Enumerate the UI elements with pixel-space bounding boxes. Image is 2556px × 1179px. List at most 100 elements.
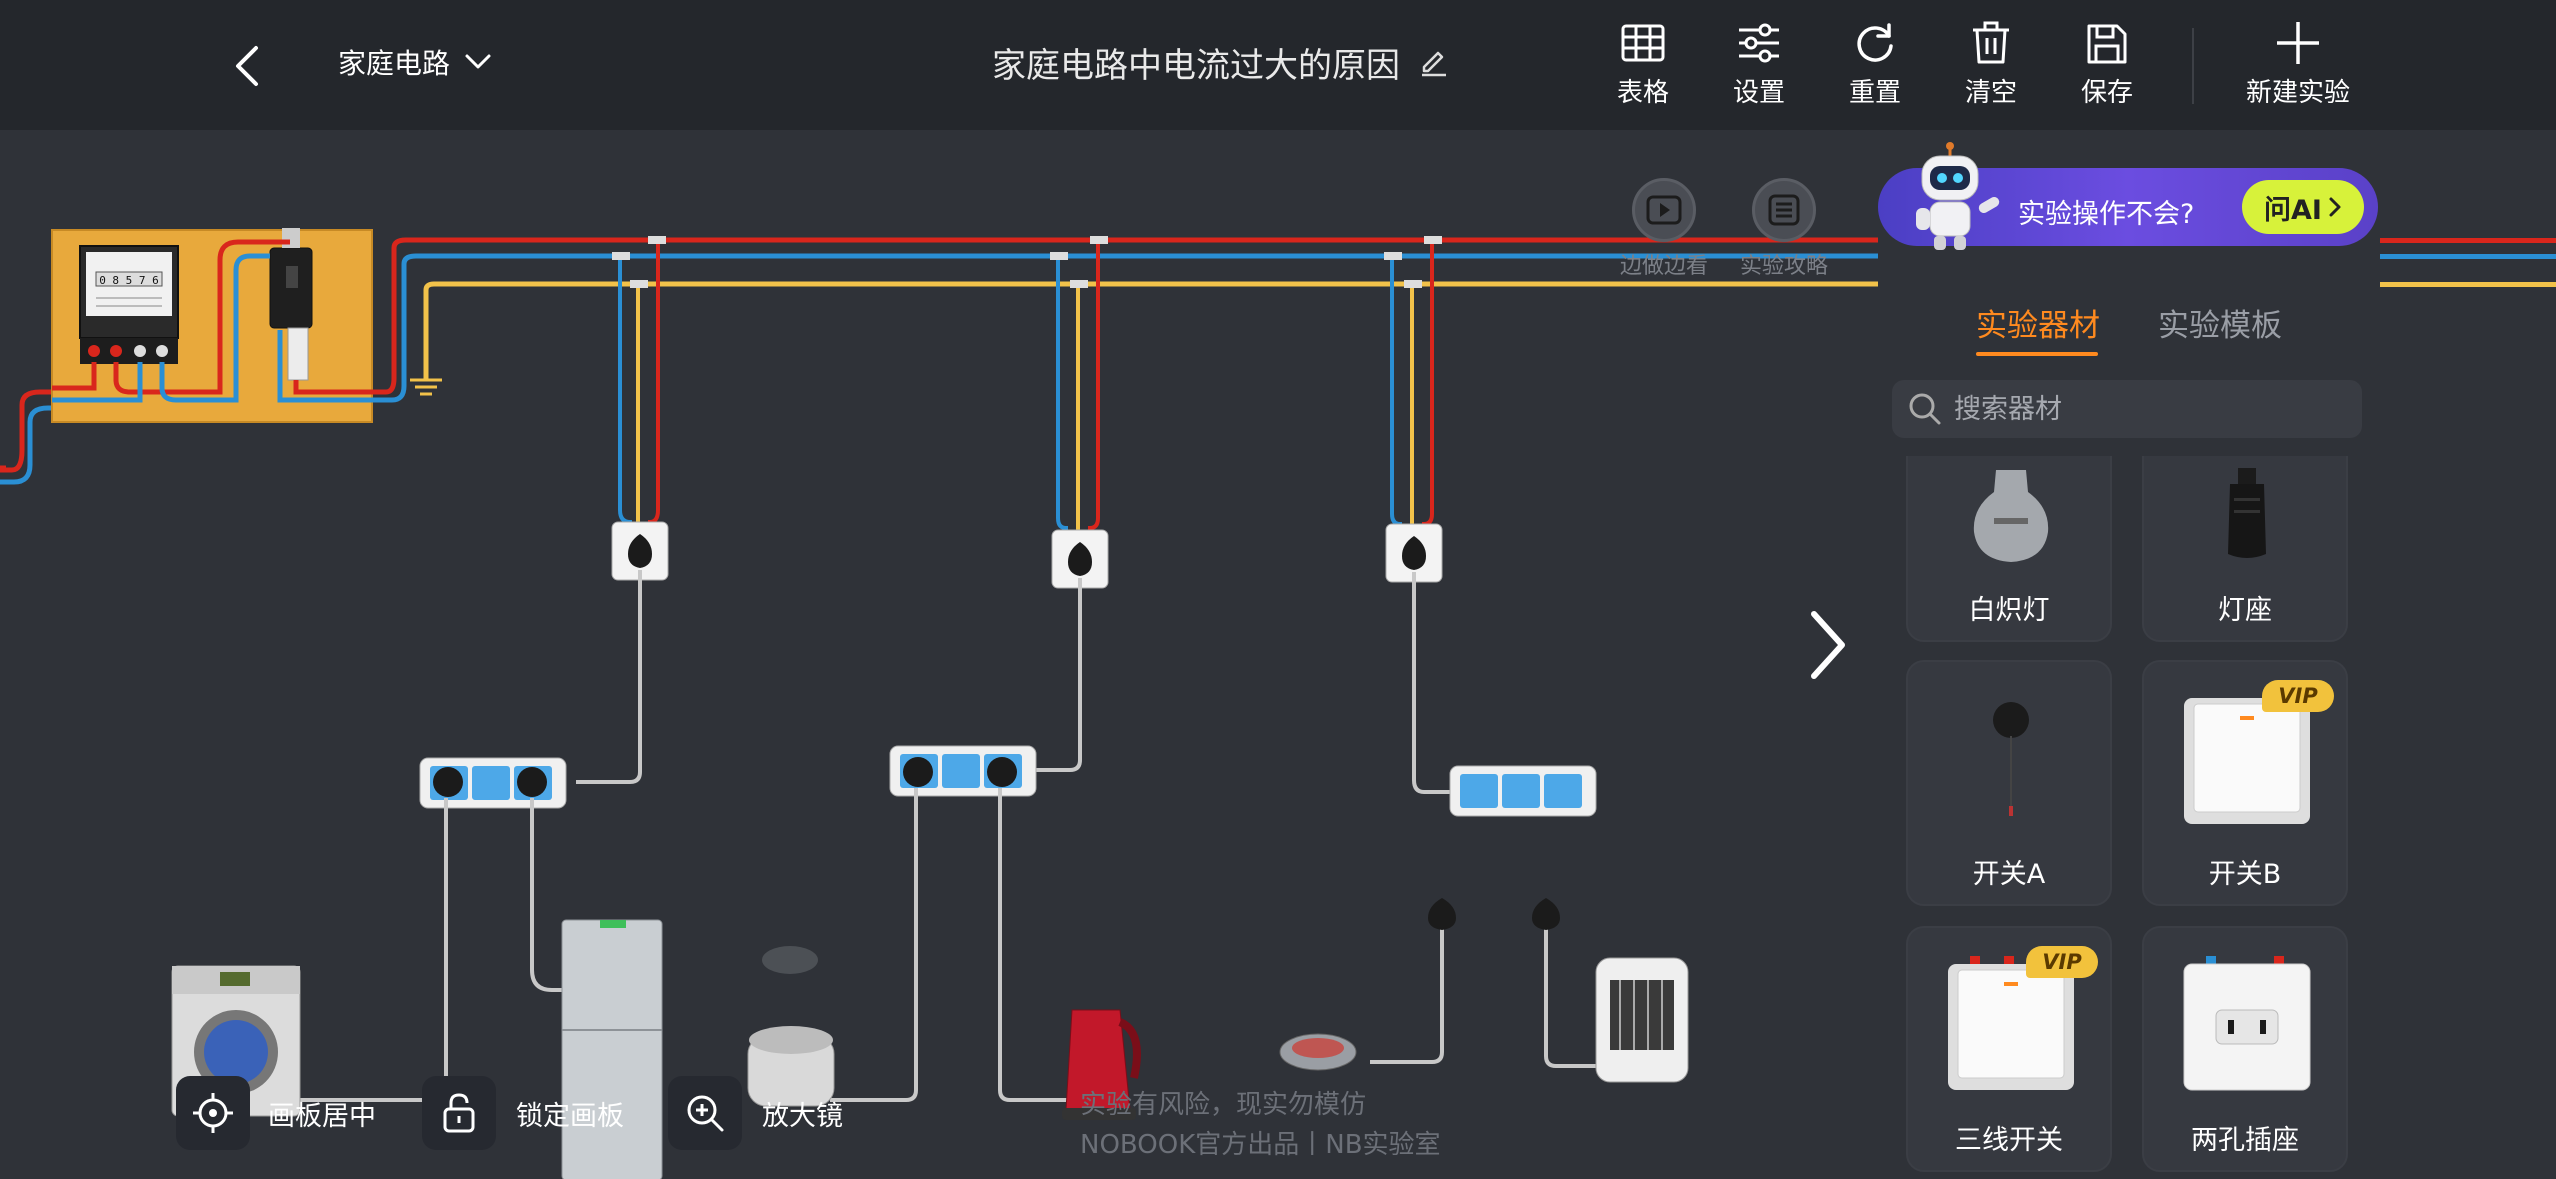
equipment-item-three-way-switch[interactable]: VIP 三线开关: [1906, 926, 2112, 1172]
save-button[interactable]: 保存: [2062, 20, 2152, 109]
table-label: 表格: [1616, 78, 1669, 108]
save-label: 保存: [2080, 78, 2133, 108]
table-icon: [1621, 24, 1665, 62]
unlock-icon: [443, 1093, 475, 1133]
list-icon: [1768, 194, 1800, 226]
lock-canvas-label: 锁定画板: [516, 1101, 624, 1132]
branch-2: [1034, 236, 1109, 772]
power-strip-3: [1449, 765, 1597, 817]
ask-ai-button[interactable]: 问AI: [2242, 180, 2364, 234]
chevron-right-icon[interactable]: [1808, 610, 1848, 680]
plus-icon: [2277, 22, 2319, 64]
equipment-item-two-hole-socket[interactable]: 两孔插座: [2142, 926, 2348, 1172]
edit-icon[interactable]: [1418, 47, 1450, 79]
electric-heater-icon: [1595, 957, 1689, 1083]
robot-mascot-icon: [1916, 142, 2000, 250]
reset-button[interactable]: 重置: [1830, 20, 1920, 109]
safety-watermark: 实验有风险，现实勿模仿: [1080, 1090, 1367, 1120]
magnifier-button[interactable]: [668, 1076, 742, 1150]
search-icon: [1909, 393, 1941, 425]
svg-text:0 8 5 7 6: 0 8 5 7 6: [99, 274, 159, 287]
incoming-live-wire: [0, 389, 52, 473]
vip-badge: VIP: [2026, 946, 2098, 978]
save-icon: [2087, 24, 2127, 64]
main-ground-wire: [423, 281, 1878, 380]
equipment-grid[interactable]: 白炽灯 灯座 开关A VIP 开关B: [1878, 456, 2378, 1179]
ground-wire-end: [2380, 282, 2556, 287]
brand-watermark: NOBOOK官方出品丨NB实验室: [1080, 1130, 1441, 1160]
electric-meter-icon: 0 8 5 7 6: [79, 245, 179, 364]
neutral-wire-end: [2380, 254, 2556, 259]
loose-plug-1: [1428, 898, 1456, 930]
lamp-holder-icon: [2228, 468, 2266, 558]
new-experiment-button[interactable]: 新建实验: [2238, 20, 2358, 109]
tab-templates[interactable]: 实验模板: [2158, 308, 2282, 344]
reset-icon: [1857, 23, 1893, 62]
fuse-switch-icon: [269, 228, 313, 381]
sliders-icon: [1739, 23, 1779, 63]
induction-cooker-icon: [1279, 1033, 1357, 1071]
branch-1: [576, 236, 669, 784]
watch-video-button[interactable]: [1632, 178, 1696, 242]
lock-canvas-button[interactable]: [422, 1076, 496, 1150]
zoom-in-icon: [687, 1095, 724, 1132]
category-dropdown[interactable]: 家庭电路: [338, 42, 492, 82]
center-canvas-button[interactable]: [176, 1076, 250, 1150]
ask-ai-label: 问AI: [2264, 194, 2322, 226]
circuit-diagram[interactable]: 0 8 5 7 6: [0, 130, 1878, 1179]
search-input[interactable]: [1952, 392, 2336, 426]
center-canvas-label: 画板居中: [268, 1101, 376, 1132]
incoming-neutral-wire: [0, 405, 52, 485]
guide-button[interactable]: [1752, 178, 1816, 242]
pull-switch-icon: [1993, 702, 2029, 816]
equipment-item-label: 三线开关: [1955, 1125, 2063, 1156]
main-neutral-wire: [372, 253, 1878, 403]
tab-equipment[interactable]: 实验器材: [1976, 308, 2100, 344]
chevron-down-icon: [465, 54, 491, 69]
ai-help-text: 实验操作不会?: [2018, 199, 2195, 230]
equipment-item-switch-b[interactable]: VIP 开关B: [2142, 660, 2348, 906]
settings-label: 设置: [1732, 78, 1785, 108]
equipment-item-label: 开关B: [2208, 859, 2282, 890]
equipment-item-label: 两孔插座: [2191, 1125, 2299, 1156]
ground-icon: [410, 378, 442, 396]
vip-badge: VIP: [2262, 680, 2334, 712]
page-title: 家庭电路中电流过大的原因: [992, 46, 1400, 86]
crosshair-icon: [193, 1093, 233, 1133]
clear-button[interactable]: 清空: [1946, 20, 2036, 109]
experiment-title[interactable]: 家庭电路中电流过大的原因: [992, 38, 1450, 87]
branch-3: [1384, 236, 1450, 794]
clear-label: 清空: [1964, 78, 2017, 108]
equipment-item-label: 白炽灯: [1968, 595, 2050, 626]
rice-cooker-icon: [747, 946, 835, 1107]
play-icon: [1646, 195, 1682, 225]
light-bulb-icon: [1973, 470, 2049, 562]
wall-switch-icon: [2184, 698, 2310, 824]
table-button[interactable]: 表格: [1598, 20, 1688, 109]
category-label: 家庭电路: [338, 47, 451, 80]
equipment-search[interactable]: [1892, 380, 2362, 438]
loose-plug-2: [1532, 898, 1560, 930]
top-bar: [0, 0, 2556, 130]
power-strip-1: [419, 757, 567, 809]
equipment-item-label: 开关A: [1972, 859, 2046, 890]
toolbar-divider: [2192, 28, 2194, 104]
back-icon[interactable]: [228, 42, 268, 90]
magnifier-label: 放大镜: [762, 1101, 843, 1132]
chevron-right-small-icon: [2329, 197, 2341, 217]
main-live-wire: [372, 237, 1878, 395]
two-hole-socket-icon: [2183, 956, 2311, 1091]
trash-icon: [1973, 21, 2009, 64]
equipment-item-label: 灯座: [2218, 595, 2272, 626]
equipment-item-switch-a[interactable]: 开关A: [1906, 660, 2112, 906]
live-wire-end: [2380, 238, 2556, 243]
equipment-item-lamp-holder[interactable]: 灯座: [2142, 456, 2348, 642]
refrigerator-icon: [561, 919, 663, 1179]
new-experiment-label: 新建实验: [2245, 78, 2350, 108]
equipment-item-bulb[interactable]: 白炽灯: [1906, 456, 2112, 642]
tab-active-indicator: [1976, 352, 2098, 356]
settings-button[interactable]: 设置: [1714, 20, 1804, 109]
electric-kettle-icon: [1062, 1009, 1141, 1120]
guide-label: 实验攻略: [1739, 254, 1828, 279]
reset-label: 重置: [1848, 78, 1901, 108]
